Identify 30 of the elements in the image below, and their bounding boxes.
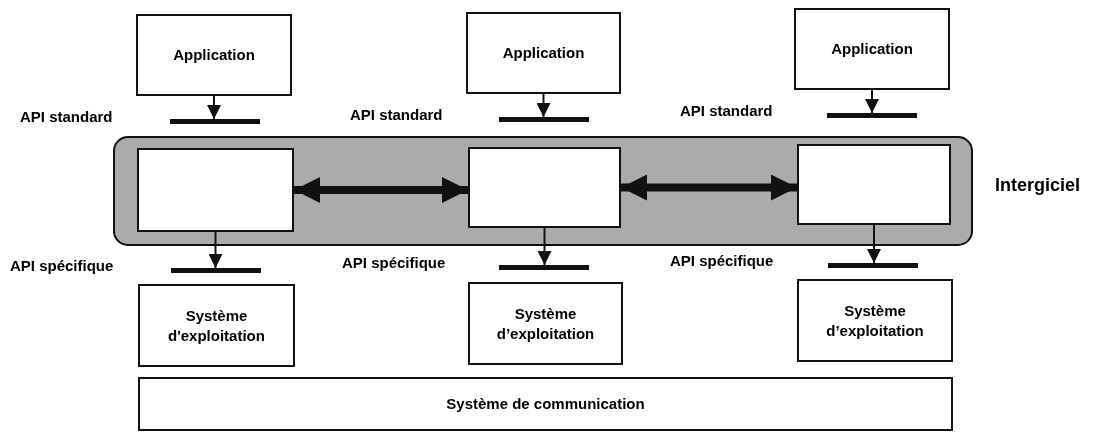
layer-label: Intergiciel xyxy=(995,175,1081,196)
layer-box xyxy=(794,8,950,90)
layer-box xyxy=(136,14,292,96)
empty-box xyxy=(137,148,294,232)
interface-bar xyxy=(170,119,260,124)
empty-box xyxy=(797,144,951,225)
interface-label: API standard xyxy=(20,108,113,125)
interface-bar xyxy=(499,265,589,270)
box-label: Système d’exploitation xyxy=(825,301,925,340)
layer-box xyxy=(138,284,295,367)
box-label: Application xyxy=(831,39,913,59)
interface-label: API spécifique xyxy=(342,254,446,271)
interface-bar xyxy=(828,263,918,268)
box-label: Système d'exploitation xyxy=(167,306,266,345)
interface-bar xyxy=(171,268,261,273)
layer-box xyxy=(138,377,953,431)
interface-bar xyxy=(827,113,917,118)
layer-box xyxy=(466,12,621,94)
box-label: Système d’exploitation xyxy=(495,304,596,343)
layer-box xyxy=(797,279,953,362)
interface-label: API spécifique xyxy=(10,257,114,274)
interface-bar xyxy=(499,117,589,122)
box-label: Système de communication xyxy=(446,394,645,414)
interface-label: API standard xyxy=(680,102,773,119)
interface-label: API spécifique xyxy=(670,252,774,269)
empty-box xyxy=(468,147,621,228)
interface-label: API standard xyxy=(350,106,443,123)
box-label: Application xyxy=(502,43,585,63)
layer-box xyxy=(468,282,623,365)
box-label: Application xyxy=(173,45,255,65)
